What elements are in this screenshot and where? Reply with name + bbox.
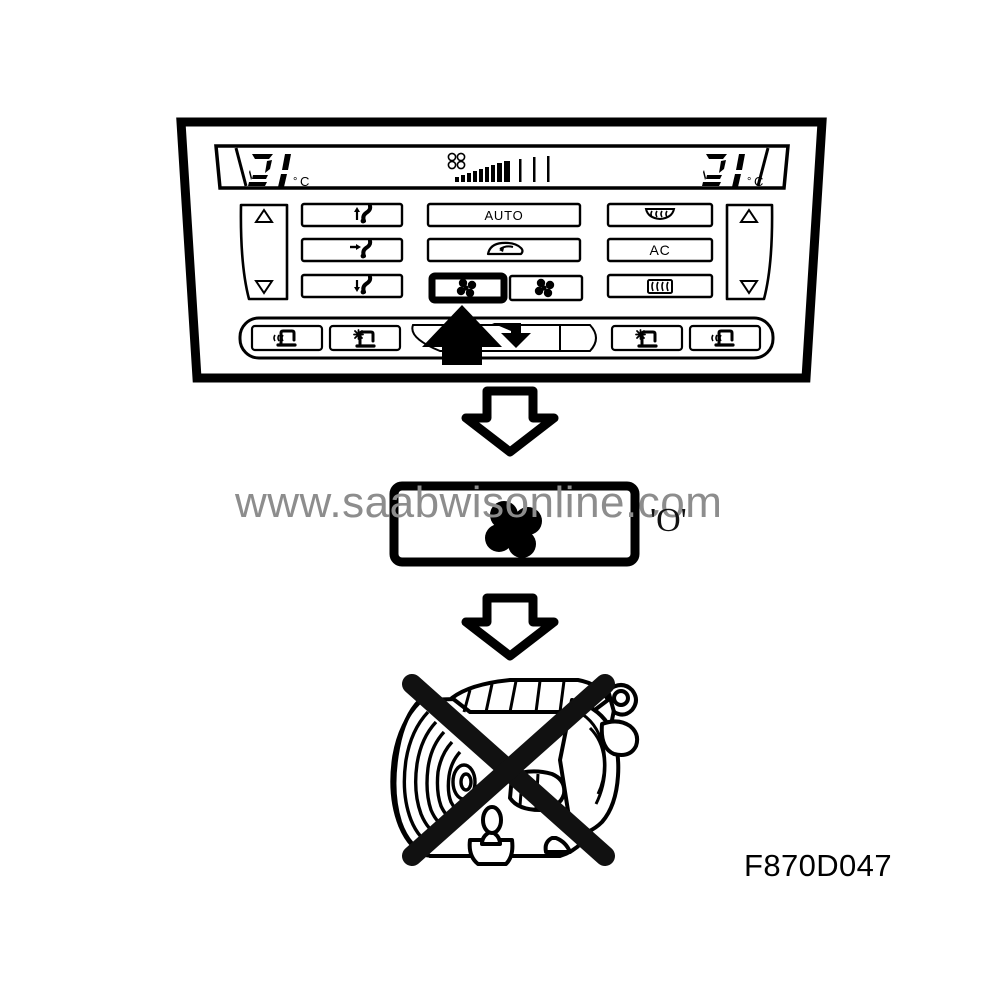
left-rocker-down-arrow[interactable] bbox=[254, 280, 274, 295]
rear-window-defroster-button[interactable] bbox=[606, 273, 714, 299]
windscreen-defroster-button[interactable] bbox=[606, 202, 714, 228]
left-celsius-label: C bbox=[300, 174, 309, 189]
cooled-seat-icon bbox=[635, 329, 658, 348]
seat-ventilation-left-body[interactable] bbox=[328, 324, 402, 352]
right-rocker-body[interactable] bbox=[725, 203, 774, 301]
seat-heater-right-button[interactable] bbox=[688, 324, 762, 352]
ac-button-label: AC bbox=[649, 242, 670, 258]
fan-bars-empty bbox=[519, 156, 550, 182]
right-celsius-label: C bbox=[754, 174, 763, 189]
fan-icon bbox=[534, 278, 555, 298]
fan-speed-indicator bbox=[447, 152, 550, 182]
seat-heater-left-body[interactable] bbox=[250, 324, 324, 352]
fan-button-enlarged[interactable] bbox=[389, 481, 640, 567]
fan-increase-button[interactable] bbox=[508, 274, 584, 302]
seat-heater-left-button[interactable] bbox=[250, 324, 324, 352]
fan-icon bbox=[456, 278, 477, 298]
cooled-seat-icon bbox=[353, 329, 376, 348]
auto-button-body[interactable] bbox=[426, 202, 582, 228]
left-temperature-rocker[interactable] bbox=[239, 203, 289, 301]
fan-bars-filled bbox=[455, 161, 510, 182]
car-recirculation-icon bbox=[486, 241, 524, 256]
down-arrow-icon-2 bbox=[461, 593, 559, 661]
airflow-up-icon bbox=[354, 204, 373, 224]
airflow-face-button[interactable] bbox=[300, 237, 404, 263]
airflow-right-icon bbox=[350, 239, 373, 259]
left-rocker-body[interactable] bbox=[239, 203, 289, 301]
right-temperature-rocker[interactable] bbox=[725, 203, 774, 301]
seat-heater-right-body[interactable] bbox=[688, 324, 762, 352]
reference-code: F870D047 bbox=[744, 848, 892, 883]
airflow-floor-button-body[interactable] bbox=[300, 273, 404, 299]
display-window: ° C bbox=[214, 144, 790, 190]
heated-seat-icon bbox=[273, 329, 297, 347]
ac-button-body[interactable] bbox=[606, 237, 714, 263]
recirculation-button[interactable] bbox=[426, 237, 582, 263]
seat-ventilation-right-body[interactable] bbox=[610, 324, 684, 352]
down-arrow-icon-1 bbox=[461, 386, 559, 457]
airflow-defrost-button[interactable] bbox=[300, 202, 404, 228]
heated-seat-icon bbox=[711, 329, 735, 347]
airflow-face-button-body[interactable] bbox=[300, 237, 404, 263]
left-temperature-display: ° C bbox=[248, 154, 309, 189]
right-degree-symbol: ° bbox=[747, 176, 751, 188]
ac-compressor-disabled bbox=[390, 674, 640, 866]
auto-button[interactable]: AUTO bbox=[426, 202, 582, 228]
airflow-floor-button[interactable] bbox=[300, 273, 404, 299]
right-rocker-up-arrow[interactable] bbox=[739, 208, 759, 223]
display-right-edge bbox=[756, 147, 770, 187]
seat-ventilation-left-button[interactable] bbox=[328, 324, 402, 352]
left-degree-symbol: ° bbox=[293, 176, 297, 188]
ac-button[interactable]: AC bbox=[606, 237, 714, 263]
compressor-crossed-out-icon bbox=[402, 674, 615, 866]
windscreen-defrost-icon bbox=[644, 208, 676, 221]
off-position-label: 'O' bbox=[650, 502, 687, 539]
fan-icon bbox=[485, 501, 542, 558]
left-rocker-up-arrow[interactable] bbox=[254, 208, 274, 223]
airflow-down-icon bbox=[354, 275, 373, 295]
seat-ventilation-right-button[interactable] bbox=[610, 324, 684, 352]
airflow-defrost-button-body[interactable] bbox=[300, 202, 404, 228]
seat-strip-recess-right bbox=[559, 324, 597, 352]
auto-button-label: AUTO bbox=[484, 208, 523, 223]
rear-defrost-icon bbox=[647, 279, 673, 294]
callout-arrow-tail bbox=[492, 323, 531, 348]
fan-decrease-button[interactable] bbox=[428, 272, 508, 304]
right-temperature-display: ° C bbox=[702, 154, 763, 189]
display-fan-icon bbox=[447, 152, 466, 170]
callout-up-arrow bbox=[422, 305, 531, 365]
right-rocker-down-arrow[interactable] bbox=[739, 280, 759, 295]
display-left-edge bbox=[234, 147, 248, 187]
climate-control-panel: ° C bbox=[176, 117, 827, 383]
